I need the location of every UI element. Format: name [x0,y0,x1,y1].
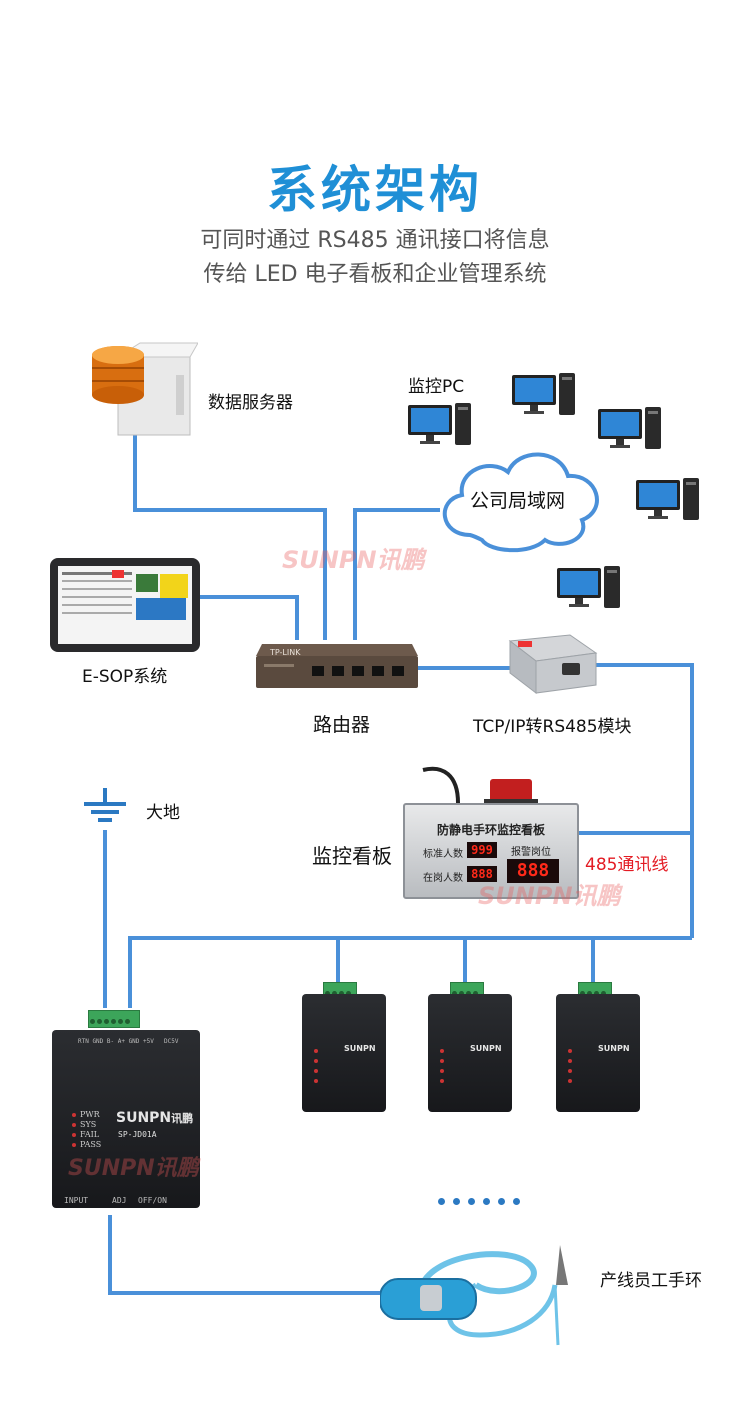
led-label-fail: FAIL [80,1130,100,1139]
led-label-sys: SYS [80,1120,97,1129]
bottom-label-input: INPUT [64,1196,89,1205]
board-standard-count-value: 999 [467,842,497,858]
data-server-icon [92,342,198,436]
device-brand: SUNPN [598,1044,630,1053]
label-wrist-strap: 产线员工手环 [600,1271,702,1291]
led-label-pwr: PWR [80,1110,100,1119]
terminal-block [88,1010,140,1028]
rs485-module-icon [508,634,598,695]
subtitle-line-2: 传给 LED 电子看板和企业管理系统 [203,262,547,287]
label-lan: 公司局域网 [470,490,566,512]
board-alarm-label: 报警岗位 [511,847,551,858]
watermark-brand-cn: 讯鹏 [376,546,425,574]
main-monitor-device: RTN GND B- A+ GND +5V DC5V PWR SYS FAIL … [52,1030,200,1208]
device-led-group: PWR SYS FAIL PASS [72,1110,101,1150]
label-ground: 大地 [146,803,180,823]
device-model: SP-JD01A [118,1130,157,1139]
wire-lan-router [353,508,440,640]
pc-icon [598,407,661,449]
wire-wrist-strap [108,1215,385,1295]
board-title: 防静电手环监控看板 [436,823,545,837]
monitor-device-unit: SUNPN [428,994,512,1112]
label-rs485-module: TCP/IP转RS485模块 [473,717,632,737]
label-monitor-pc: 监控PC [408,377,465,397]
board-on-post-value: 888 [467,866,497,882]
label-monitor-board: 监控看板 [312,844,392,868]
label-esop: E-SOP系统 [82,667,168,687]
label-rs485-line: 485通讯线 [585,855,669,875]
wire-esop-router [200,595,299,640]
device-brand-cn: 讯鹏 [171,1112,194,1125]
wire-rs485-bus [128,936,692,1008]
router-icon [256,644,418,688]
bottom-label-adj: ADJ [112,1196,127,1205]
pc-icon [512,373,575,415]
watermark: SUNPN讯鹏 [68,1150,199,1182]
board-standard-count-label: 标准人数 [423,849,463,860]
subtitle-line-1: 可同时通过 RS485 通讯接口将信息 [200,228,550,253]
bottom-label-onoff: OFF/ON [138,1196,167,1205]
watermark-brand: SUNPN [68,1156,155,1181]
router-brand: TP-LINK [270,648,301,657]
cloud-icon [442,452,599,553]
watermark-brand-cn: 讯鹏 [154,1156,199,1181]
device-led-group [568,1046,576,1086]
terminal-text: RTN GND B- A+ GND +5V [78,1038,154,1045]
watermark-brand: SUNPN [282,546,377,574]
device-brand-en: SUNPN [116,1110,172,1126]
device-led-group [314,1046,322,1086]
board-cable-and-alarm-icon [422,766,538,805]
pc-icon [408,403,471,445]
wire-server-router [133,430,327,640]
device-brand: SUNPN讯鹏 [116,1110,193,1126]
wire-module-trunk [590,663,694,938]
pc-icon [636,478,699,520]
led-label-pass: PASS [80,1140,102,1149]
pc-icon [557,566,620,608]
wrist-strap-icon [380,1245,568,1346]
more-devices-dots [434,1190,524,1209]
device-led-group [440,1046,448,1086]
page-title: 系统架构 [267,161,483,219]
dc-label: DC5V [164,1038,179,1045]
monitor-device-unit: SUNPN [302,994,386,1112]
esop-tablet-icon [50,558,200,652]
monitor-device-unit: SUNPN [556,994,640,1112]
board-alarm-value: 888 [507,859,559,883]
watermark: SUNPN讯鹏 [478,876,621,911]
ground-icon [84,788,126,822]
device-brand: SUNPN [344,1044,376,1053]
device-brand: SUNPN [470,1044,502,1053]
monitor-board: 防静电手环监控看板 标准人数 999 在岗人数 888 报警岗位 888 [403,803,579,899]
watermark: SUNPN讯鹏 [282,540,425,575]
board-on-post-label: 在岗人数 [423,873,463,884]
label-data-server: 数据服务器 [208,393,293,413]
label-router: 路由器 [313,714,371,736]
watermark-brand: SUNPN [478,882,573,910]
watermark-brand-cn: 讯鹏 [572,882,621,910]
